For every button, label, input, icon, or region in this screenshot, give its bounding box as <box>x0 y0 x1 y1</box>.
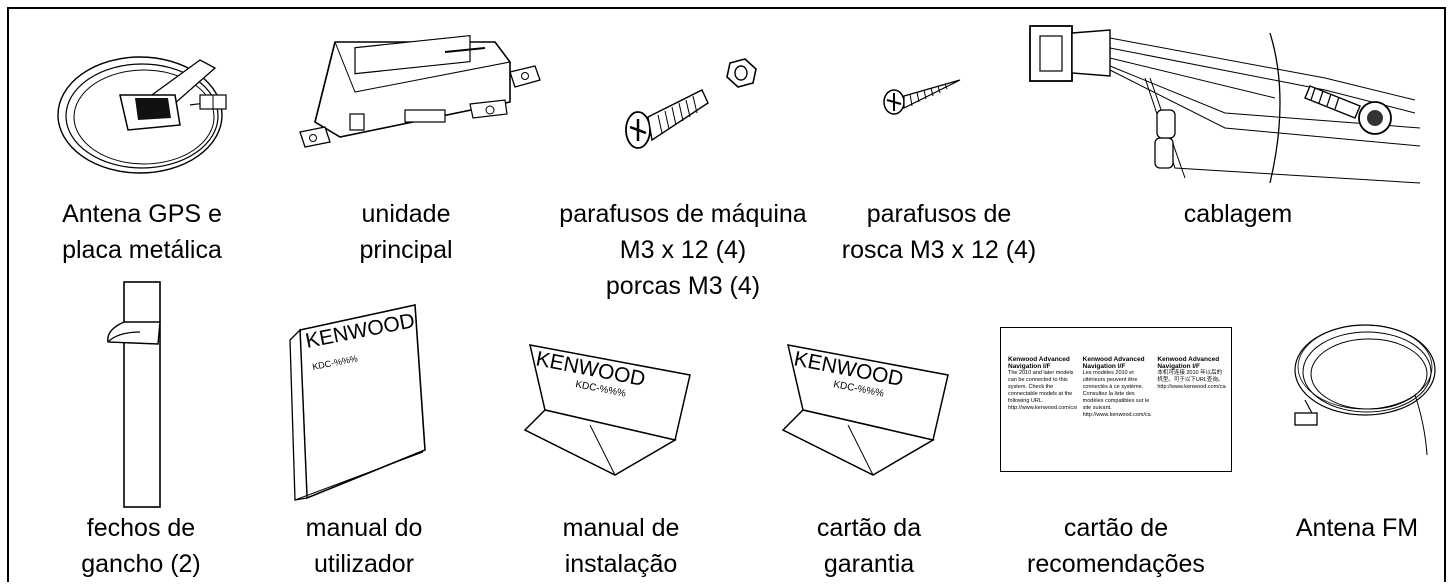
rec-card-col-2: Kenwood Advanced Navigation I/F Les modè… <box>1082 356 1152 418</box>
fm-antenna-illustration <box>1294 324 1436 456</box>
warranty-card-illustration: KENWOOD KDC-%%% <box>781 344 949 476</box>
recommendation-card-illustration: Kenwood Advanced Navigation I/F The 2010… <box>1000 327 1232 472</box>
accessory-list-frame <box>7 7 1446 582</box>
rec-card-col-3: Kenwood Advanced Navigation I/F 本机可连接 20… <box>1157 356 1227 390</box>
gps-antenna-illustration <box>57 56 227 174</box>
installation-manual-illustration: KENWOOD KDC-%%% <box>523 344 691 476</box>
rec-card-col-1: Kenwood Advanced Navigation I/F The 2010… <box>1008 356 1077 411</box>
machine-screw-illustration <box>625 58 757 149</box>
label-fm-antenna: Antena FM <box>1295 514 1419 542</box>
user-manual-illustration: KENWOOD KDC-%%% <box>289 304 426 501</box>
main-unit-illustration <box>299 34 541 148</box>
wiring-harness-illustration <box>1029 25 1421 184</box>
label-wiring: cablagem <box>1183 200 1293 228</box>
hook-fastener-illustration <box>107 281 161 508</box>
tapping-screw-illustration <box>883 79 961 115</box>
